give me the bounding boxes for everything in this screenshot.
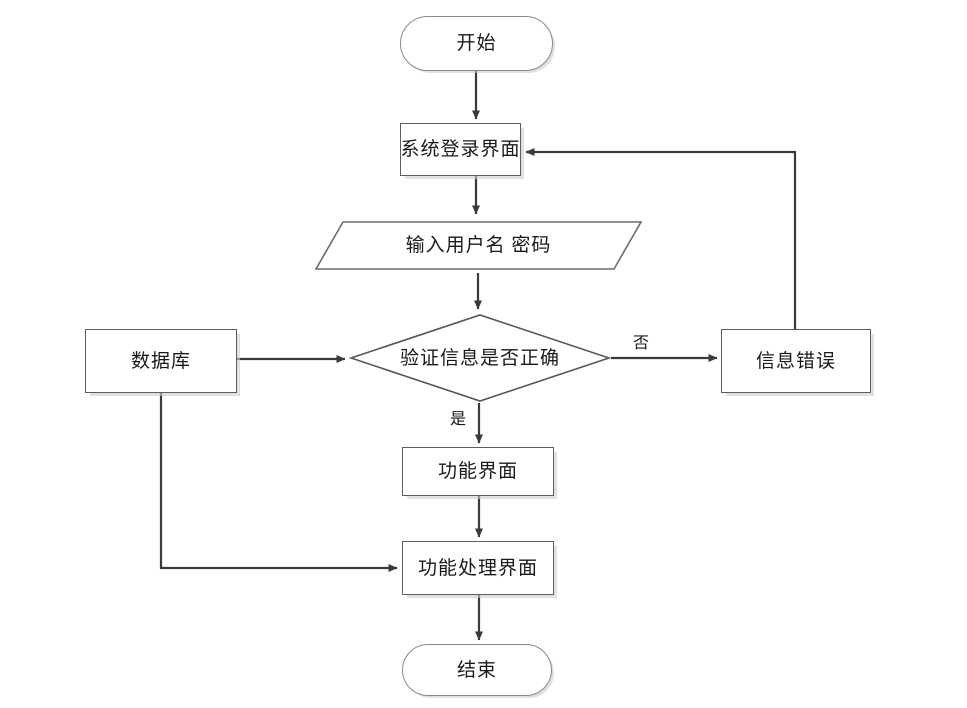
edge-database-to-process bbox=[159, 393, 398, 572]
node-database-label: 数据库 bbox=[130, 350, 191, 372]
node-error-message[interactable]: 信息错误 bbox=[721, 329, 871, 393]
node-input-credentials[interactable]: 输入用户名 密码 bbox=[312, 218, 645, 273]
node-feature-screen-label: 功能界面 bbox=[437, 461, 518, 482]
node-feature-screen[interactable]: 功能界面 bbox=[402, 447, 554, 496]
node-start-label: 开始 bbox=[456, 33, 497, 54]
parallelogram-shape bbox=[314, 221, 643, 270]
node-error-message-label: 信息错误 bbox=[755, 350, 836, 372]
node-process-screen[interactable]: 功能处理界面 bbox=[402, 541, 554, 595]
edge-label-yes: 是 bbox=[450, 411, 467, 428]
node-verify-decision[interactable]: 验证信息是否正确 bbox=[349, 313, 611, 403]
node-login-screen-label: 系统登录界面 bbox=[400, 139, 521, 160]
node-verify-decision-label: 验证信息是否正确 bbox=[399, 347, 560, 369]
node-start[interactable]: 开始 bbox=[400, 16, 553, 71]
node-process-screen-label: 功能处理界面 bbox=[417, 557, 538, 579]
node-input-credentials-label: 输入用户名 密码 bbox=[405, 235, 552, 256]
edge-error-to-login bbox=[525, 148, 797, 329]
diamond-shape bbox=[349, 314, 611, 402]
edge-label-no: 否 bbox=[633, 335, 650, 352]
node-database[interactable]: 数据库 bbox=[85, 329, 237, 393]
node-login-screen[interactable]: 系统登录界面 bbox=[400, 123, 521, 176]
node-end-label: 结束 bbox=[456, 659, 497, 681]
node-end[interactable]: 结束 bbox=[402, 644, 552, 696]
